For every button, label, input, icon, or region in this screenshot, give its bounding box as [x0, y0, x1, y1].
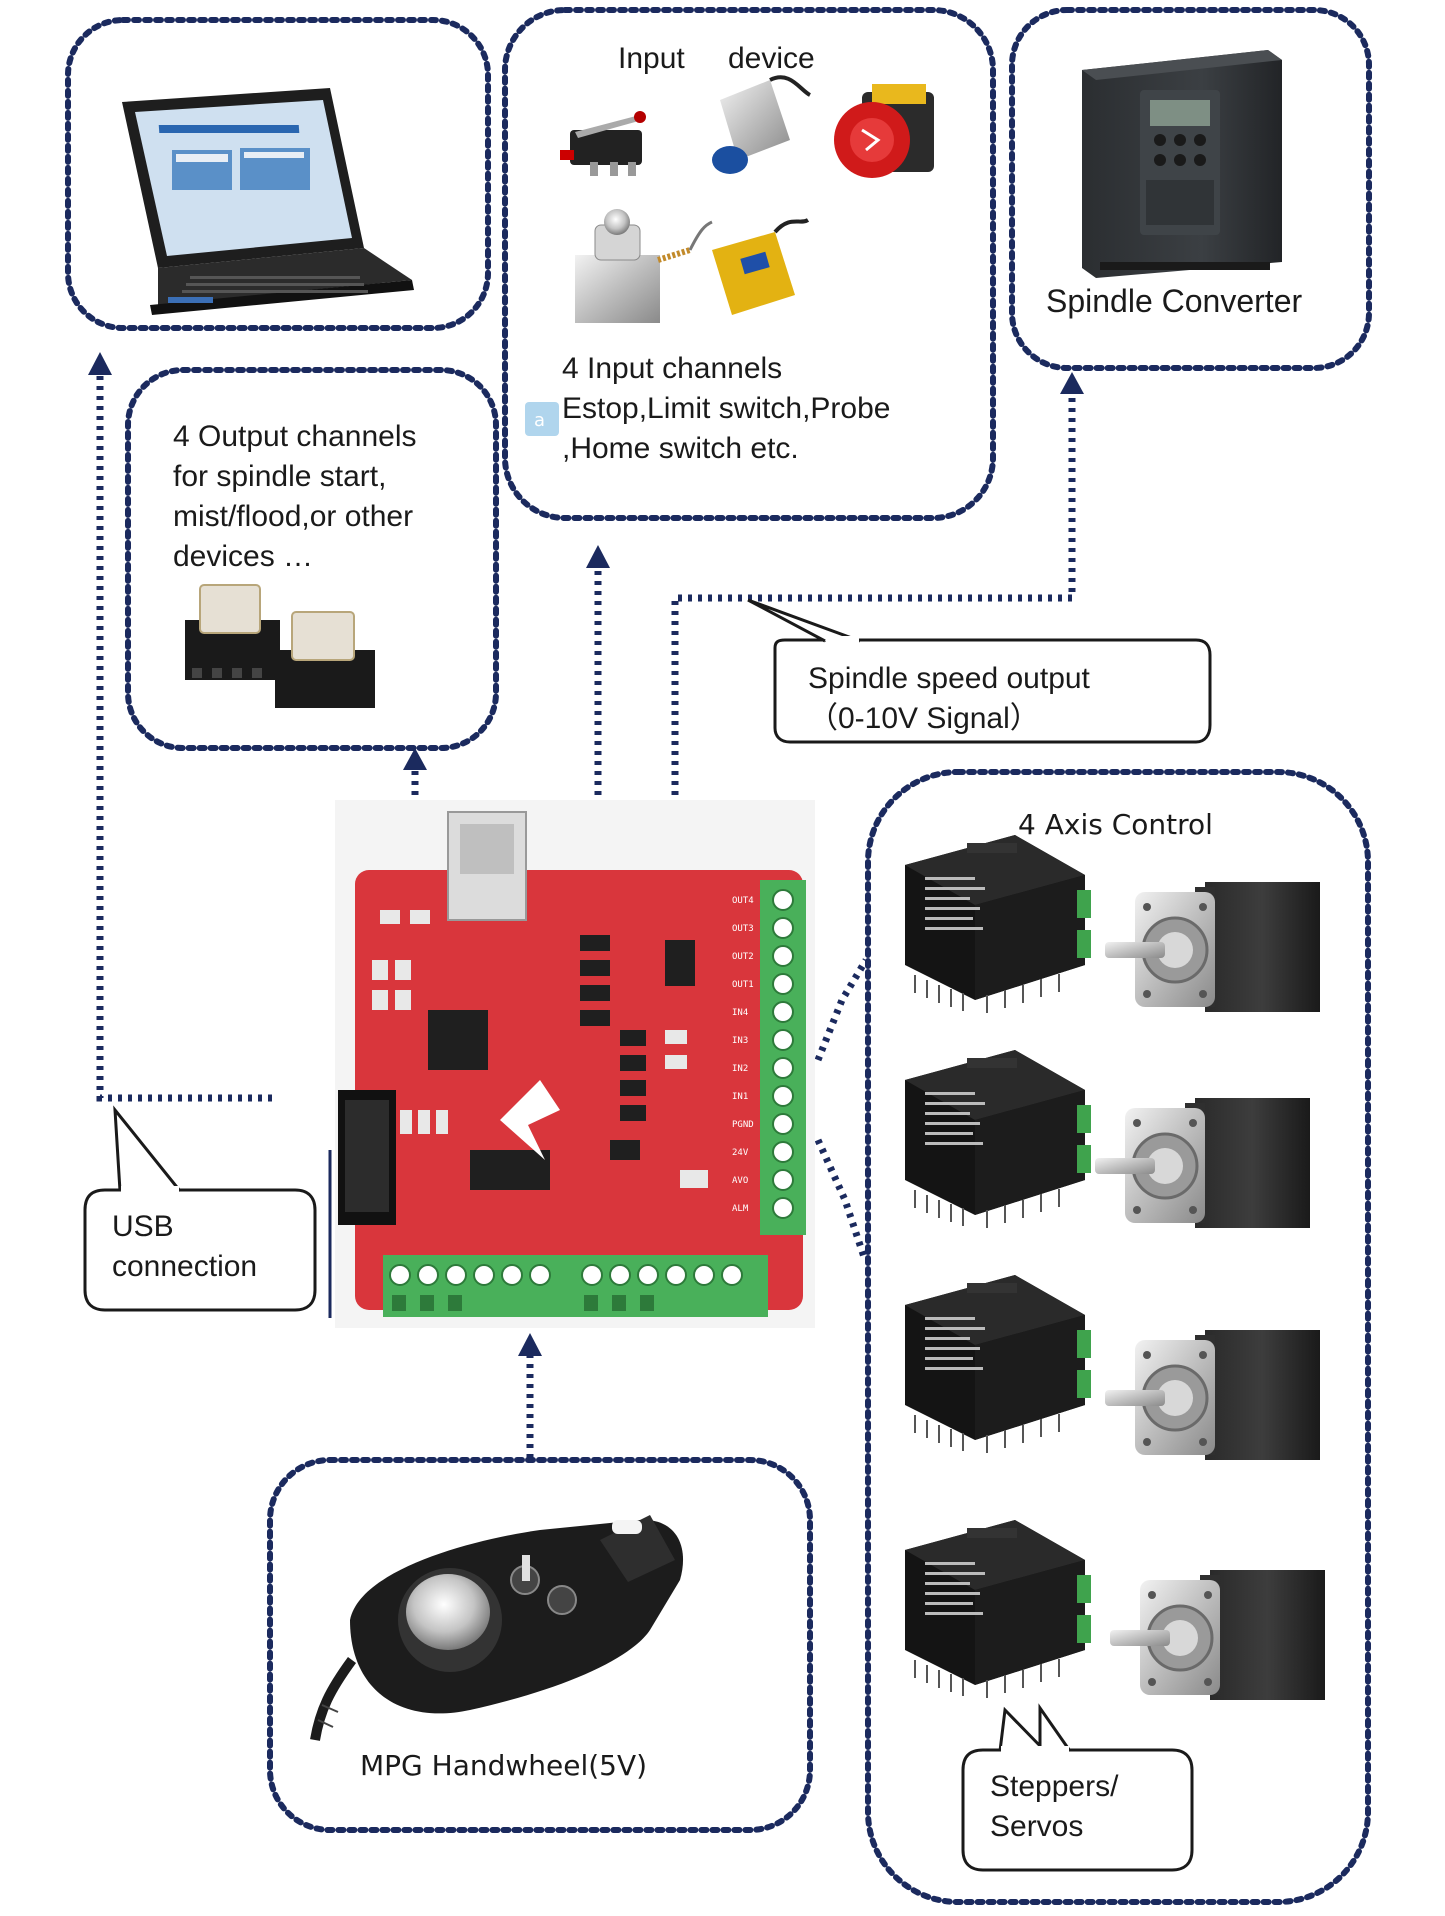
spindle-speed-line-1: Spindle speed output	[808, 662, 1091, 695]
pin-label: 24V	[732, 1148, 749, 1158]
input-desc-line-1: 4 Input channels	[562, 352, 782, 385]
steppers-callout	[961, 1703, 1194, 1872]
pin-label: IN4	[732, 1008, 748, 1018]
motor-image-2	[1093, 1096, 1312, 1230]
driver-image-1	[904, 834, 1092, 1014]
steppers-line-1: Steppers/	[990, 1770, 1119, 1803]
vfd-image	[1082, 50, 1282, 278]
output-desc-line-1: 4 Output channels	[173, 420, 417, 453]
board-pin-labels: OUT4 OUT3 OUT2 OUT1 IN4 IN3 IN2 IN1 PGND…	[732, 896, 754, 1214]
inductive-sensor-image	[712, 218, 810, 315]
input-desc-line-3: ,Home switch etc.	[562, 432, 799, 465]
svg-text:a: a	[534, 410, 545, 431]
driver-image-2	[904, 1049, 1092, 1229]
limit-switch-image	[560, 111, 646, 176]
output-channels-box	[125, 367, 499, 751]
pin-label: IN2	[732, 1064, 748, 1074]
pin-label: OUT1	[732, 980, 754, 990]
axis-control-box	[865, 769, 1371, 1905]
note-icon: a	[525, 402, 559, 436]
axis-flow-line-top	[814, 958, 870, 1062]
output-desc-line-3: mist/flood,or other	[173, 500, 413, 533]
input-devices-box	[502, 7, 996, 521]
probe-image	[575, 209, 713, 323]
mpg-label: MPG Handwheel(5V)	[360, 1749, 647, 1782]
pin-label: OUT2	[732, 952, 754, 962]
motor-image-4	[1108, 1568, 1327, 1702]
input-arrow-head	[586, 545, 610, 568]
output-arrow-head	[403, 748, 427, 770]
mpg-arrow-head	[518, 1333, 542, 1356]
usb-flow-line	[96, 360, 272, 1102]
laptop-box	[65, 17, 491, 331]
mpg-handwheel-image	[310, 1515, 684, 1741]
usb-arrow-head	[88, 352, 112, 375]
driver-image-3	[904, 1274, 1092, 1454]
emergency-stop-image	[834, 84, 934, 178]
output-desc-line-4: devices …	[173, 540, 313, 573]
spindle-converter-box	[1009, 7, 1372, 371]
mpg-box	[267, 1457, 813, 1833]
motor-image-1	[1103, 880, 1322, 1014]
usb-line-2: connection	[112, 1250, 257, 1283]
input-devices-title-2: device	[728, 42, 815, 75]
input-desc-line-2: Estop,Limit switch,Probe	[562, 392, 890, 425]
pin-label: OUT4	[732, 896, 754, 906]
spindle-speed-line-2: （0-10V Signal）	[808, 702, 1040, 735]
pin-label: AVO	[732, 1176, 748, 1186]
laptop-image	[122, 88, 414, 315]
usb-callout	[83, 1105, 317, 1312]
pin-label: IN1	[732, 1092, 748, 1102]
axis-flow-line	[814, 1138, 869, 1262]
steppers-line-2: Servos	[990, 1810, 1083, 1843]
pin-label: ALM	[732, 1204, 749, 1214]
spindle-converter-label: Spindle Converter	[1046, 283, 1302, 319]
pin-label: OUT3	[732, 924, 754, 934]
pin-label: PGND	[732, 1120, 754, 1130]
spindle-flow-line	[671, 385, 1076, 795]
spindle-arrow-head	[1060, 372, 1084, 394]
pin-label: IN3	[732, 1036, 748, 1046]
breakout-board	[328, 800, 815, 1328]
axis-control-title: 4 Axis Control	[1018, 808, 1213, 841]
output-desc-line-2: for spindle start,	[173, 460, 386, 493]
driver-image-4	[904, 1519, 1092, 1699]
spindle-speed-callout	[747, 598, 1212, 744]
usb-line-1: USB	[112, 1210, 174, 1243]
proximity-sensor-image	[712, 75, 812, 174]
input-devices-title-1: Input	[618, 42, 685, 75]
motor-image-3	[1103, 1328, 1322, 1462]
board-logo	[500, 1080, 560, 1160]
relay-image	[185, 584, 375, 708]
